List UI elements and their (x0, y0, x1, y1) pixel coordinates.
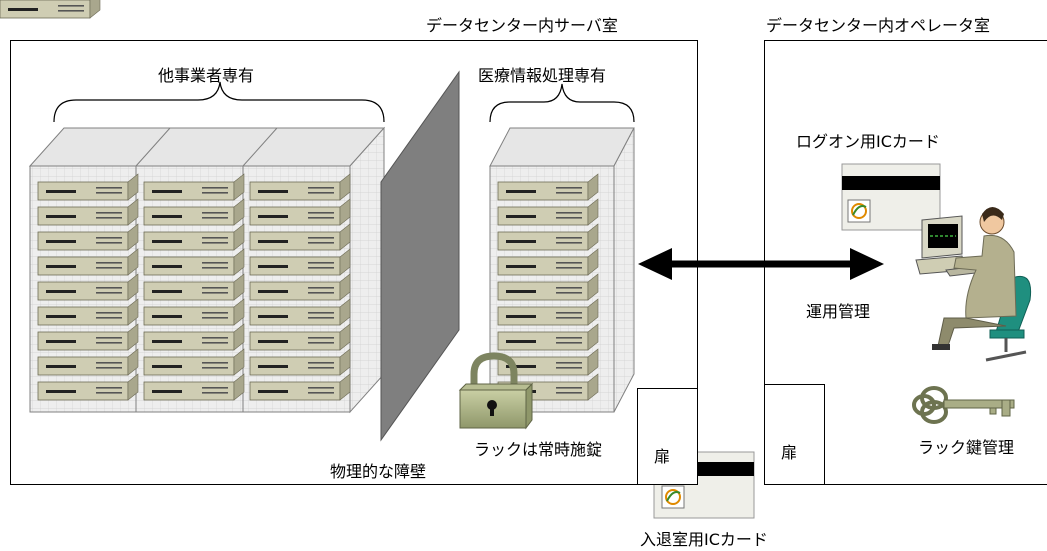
operation-label: 運用管理 (806, 302, 871, 321)
key-icon (912, 386, 1015, 424)
door-server-room[interactable]: 扉 (637, 388, 698, 485)
logon-card-icon (841, 163, 941, 231)
physical-wall (380, 70, 460, 442)
rack-locked-label: ラックは常時施錠 (474, 440, 603, 459)
door-operator-room[interactable]: 扉 (764, 384, 825, 485)
door-label-right: 扉 (781, 443, 798, 462)
operation-arrow (638, 248, 884, 280)
server-room-title: データセンター内サーバ室 (426, 16, 618, 35)
padlock-icon (458, 352, 534, 430)
brace-other (53, 81, 385, 123)
rack-medical (489, 127, 635, 413)
rack-group-other (0, 0, 386, 414)
key-management-label: ラック鍵管理 (918, 438, 1015, 457)
wall-label: 物理的な障壁 (330, 462, 427, 481)
door-label-left: 扉 (654, 447, 671, 466)
operator-room-title: データセンター内オペレータ室 (766, 16, 991, 35)
other-business-label: 他事業者専有 (158, 66, 255, 85)
entry-card-label: 入退室用ICカード (640, 530, 768, 549)
brace-medical (489, 83, 635, 123)
logon-card-label: ログオン用ICカード (796, 132, 940, 151)
medical-label: 医療情報処理専有 (478, 66, 607, 85)
operator-icon (915, 207, 1032, 362)
